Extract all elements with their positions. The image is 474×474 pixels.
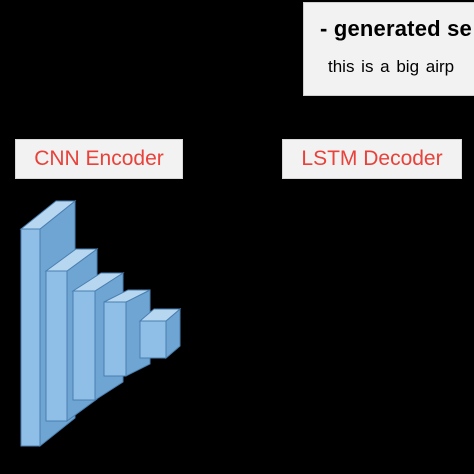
lstm-decoder-label: LSTM Decoder <box>282 139 462 179</box>
cnn-layer-5 <box>138 307 182 360</box>
generated-sentence-title: - generated se <box>320 16 472 41</box>
generated-sentence-box: - generated se this is a big airp <box>303 2 474 96</box>
cnn-encoder-label: CNN Encoder <box>15 139 183 179</box>
generated-sentence-text: this is a big airp <box>328 57 455 76</box>
